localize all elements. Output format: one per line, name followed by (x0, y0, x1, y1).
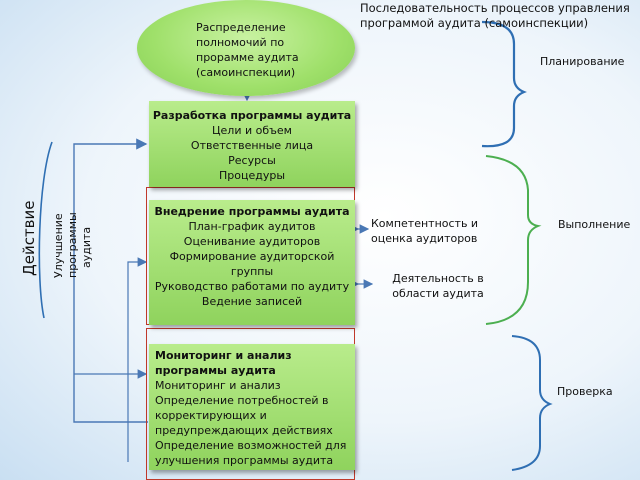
ellipse-line-1: Распределение (196, 21, 286, 34)
monitoring-box: Мониторинг и анализ программы аудита Мон… (149, 344, 355, 470)
competence-line-2: оценка аудиторов (371, 232, 478, 245)
implementation-item: Формирование аудиторской (169, 250, 335, 263)
bracket-execution (485, 155, 542, 325)
feedback-loop-arrow (73, 138, 148, 423)
ellipse-line-2: полномочий по (196, 36, 285, 49)
activity-note: Деятельность в области аудита (378, 271, 498, 301)
competence-line-1: Компетентность и (371, 217, 479, 230)
ellipse-line-4: (самоинспекции) (196, 66, 296, 79)
improvement-line-2: программы (66, 212, 79, 278)
implementation-title: Внедрение программы аудита (154, 205, 350, 218)
header-line-2: программой аудита (самоинспекции) (360, 16, 589, 30)
bracket-checking (511, 335, 553, 471)
left-action-bracket (38, 141, 53, 319)
implementation-item: Руководство работами по аудиту (154, 280, 350, 293)
monitoring-item: корректирующих и (155, 409, 267, 422)
monitoring-item: предупреждающих действиях (155, 424, 333, 437)
improvement-label: Улучшение программы аудита (52, 212, 94, 278)
development-title: Разработка программы аудита (152, 109, 352, 122)
monitoring-item: улучшения программы аудита (155, 454, 334, 467)
improvement-line-1: Улучшение (52, 213, 65, 278)
monitoring-item: Мониторинг и анализ (155, 379, 281, 392)
bracket-planning (481, 20, 527, 148)
development-item: Ресурсы (228, 154, 276, 167)
development-item: Процедуры (218, 169, 286, 182)
phase-execution: Выполнение (558, 218, 631, 231)
authority-ellipse (137, 0, 355, 96)
feedback-arrow-to-implementation (127, 257, 148, 462)
activity-line-1: Деятельность в (392, 272, 484, 285)
phase-planning: Планирование (540, 55, 625, 68)
improvement-line-3: аудита (80, 226, 93, 268)
header-line-1: Последовательность процессов управления (360, 1, 630, 15)
implementation-item: План-график аудитов (188, 220, 316, 233)
development-item: Ответственные лица (190, 139, 314, 152)
implementation-item: Оценивание аудиторов (183, 235, 321, 248)
development-box: Разработка программы аудита Цели и объем… (149, 101, 355, 187)
action-label: Действие (20, 200, 38, 277)
monitoring-title-line-2: программы аудита (155, 364, 276, 377)
monitoring-title-line-1: Мониторинг и анализ (155, 349, 292, 362)
ellipse-line-3: прорамме аудита (196, 51, 299, 64)
activity-line-2: области аудита (392, 287, 484, 300)
development-item: Цели и объем (212, 124, 292, 137)
diagram-header: Последовательность процессов управления … (360, 1, 630, 31)
phase-checking: Проверка (557, 385, 613, 398)
ellipse-text: Распределение полномочий по прорамме ауд… (196, 20, 326, 80)
monitoring-item: Определение возможностей для (155, 439, 347, 452)
implementation-item: группы (230, 265, 274, 278)
monitoring-item: Определение потребностей в (155, 394, 329, 407)
competence-note: Компетентность и оценка аудиторов (371, 216, 491, 246)
implementation-item: Ведение записей (201, 295, 303, 308)
implementation-box: Внедрение программы аудита План-график а… (149, 200, 355, 325)
